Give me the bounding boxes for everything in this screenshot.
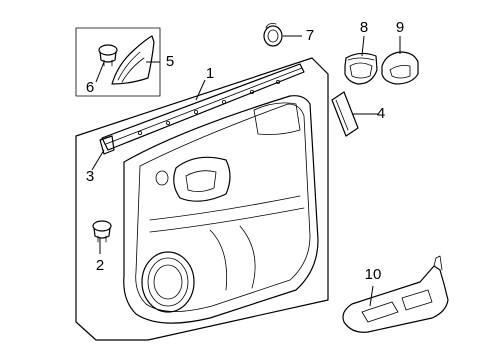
callout-1: 1 — [206, 65, 214, 82]
trim-strip-4-part — [331, 91, 359, 137]
leader-8 — [361, 35, 365, 57]
callout-9: 9 — [396, 19, 404, 36]
leader-3 — [91, 149, 105, 171]
belt-clip-holes — [137, 80, 280, 135]
leader-lines — [91, 35, 401, 307]
callout-labels: 1 2 3 4 5 6 7 8 9 10 — [86, 19, 404, 283]
callout-2: 2 — [96, 257, 104, 274]
callout-10: 10 — [365, 266, 382, 283]
bezel-8-part — [344, 52, 378, 85]
clip-6-part — [98, 44, 118, 67]
tweeter-cover-part — [111, 35, 155, 85]
leader-6 — [95, 61, 105, 83]
callout-5: 5 — [166, 53, 174, 70]
leader-10 — [369, 285, 374, 307]
door-trim-panel-part — [75, 57, 329, 341]
grommet-7-part — [263, 23, 283, 47]
switch-panel-10-part — [342, 255, 449, 333]
callout-3: 3 — [86, 168, 94, 185]
callout-6: 6 — [86, 79, 94, 96]
callout-8: 8 — [360, 19, 368, 36]
callout-4: 4 — [377, 105, 385, 122]
clip-2-part — [92, 220, 112, 243]
callout-7: 7 — [306, 27, 314, 44]
leader-1 — [195, 79, 206, 101]
bezel-9-part — [381, 51, 419, 85]
